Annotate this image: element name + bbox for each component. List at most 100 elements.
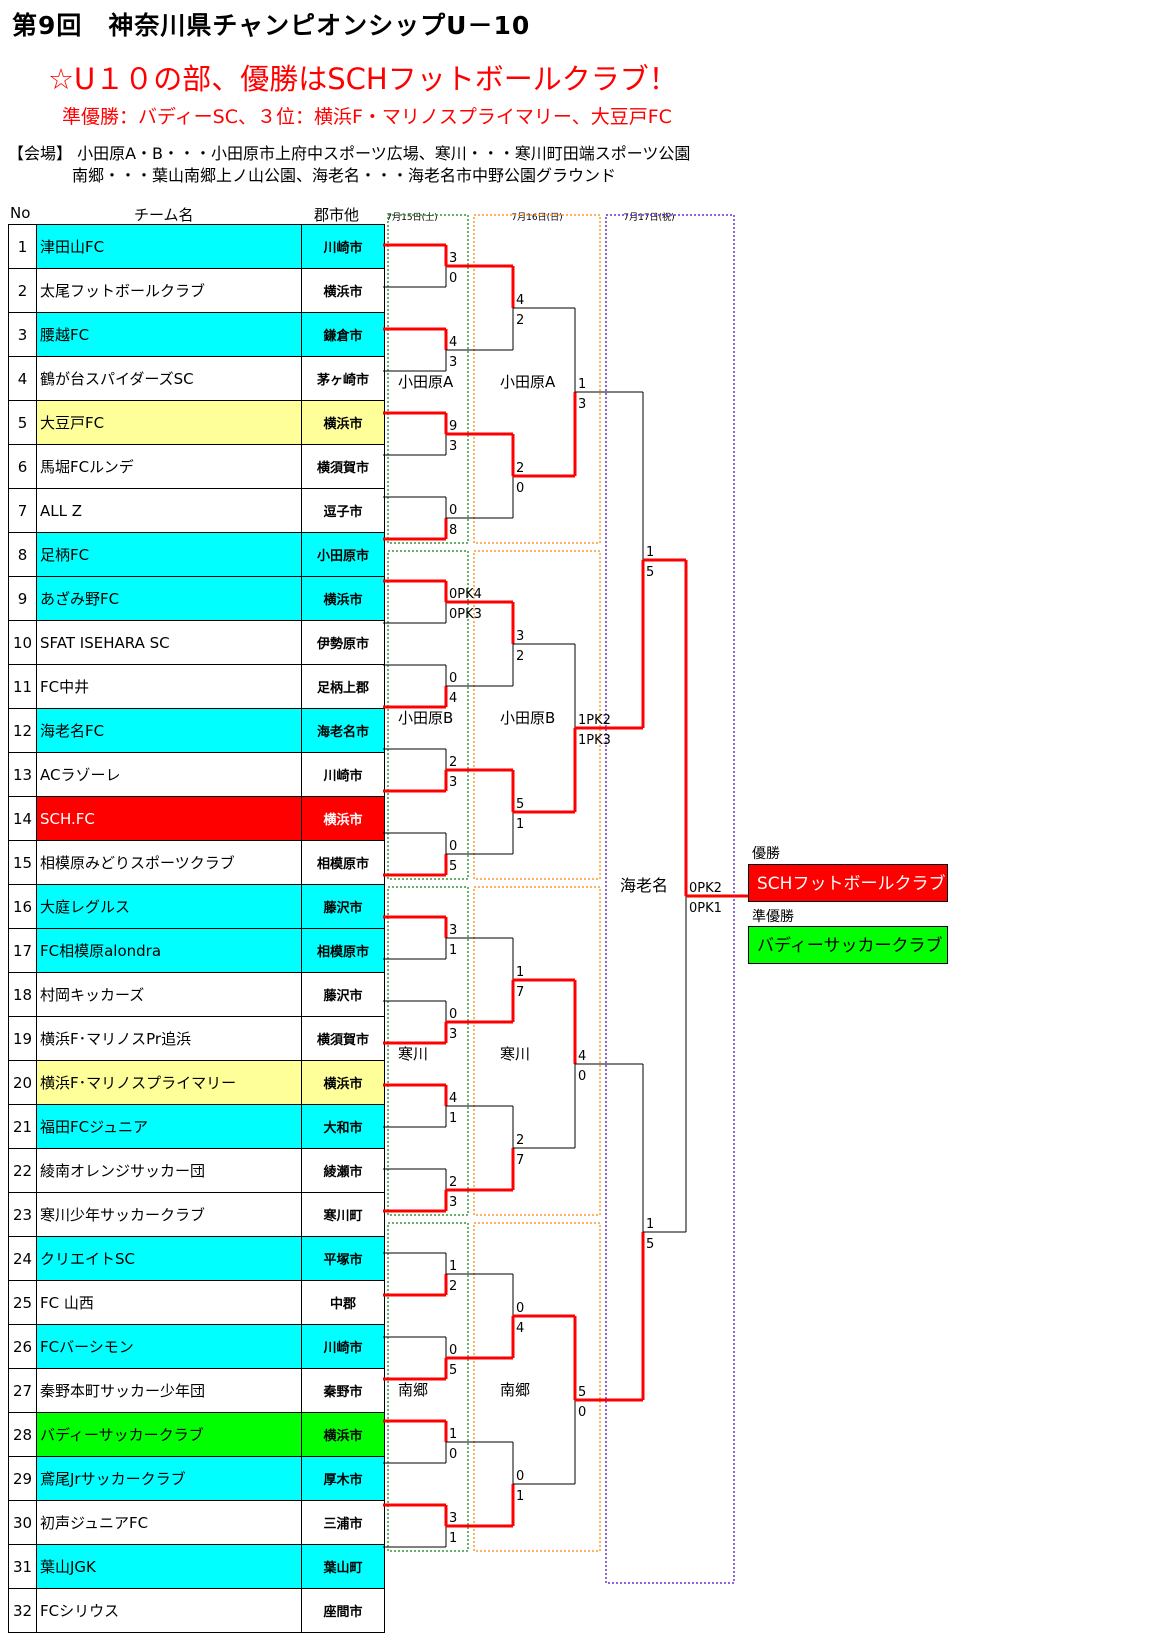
day-header-1: 7月15日(土) <box>386 213 438 223</box>
team-city: 横須賀市 <box>301 444 385 489</box>
team-name: FCシリウス <box>36 1588 302 1633</box>
r4-score: 5 <box>646 1237 654 1252</box>
r2-score: 3 <box>516 629 524 644</box>
team-name: 足柄FC <box>36 532 302 577</box>
team-name: FCバーシモン <box>36 1324 302 1369</box>
team-name: 横浜F･マリノスPr追浜 <box>36 1016 302 1061</box>
team-name: 大庭レグルス <box>36 884 302 929</box>
team-city: 足柄上郡 <box>301 664 385 709</box>
team-name: 鶴が台スパイダーズSC <box>36 356 302 401</box>
r1-score: 2 <box>449 755 457 770</box>
r3-score: 1 <box>578 377 586 392</box>
team-city: 横浜市 <box>301 1412 385 1457</box>
team-city: 藤沢市 <box>301 884 385 929</box>
r1-score: 3 <box>449 251 457 266</box>
r2-score: 4 <box>516 293 524 308</box>
team-name: 福田FCジュニア <box>36 1104 302 1149</box>
r1-score: 0 <box>449 1007 457 1022</box>
r2-score: 2 <box>516 313 524 328</box>
team-city: 寒川町 <box>301 1192 385 1237</box>
team-city: 横浜市 <box>301 268 385 313</box>
day-header-2: 7月16日(日) <box>511 213 563 223</box>
team-no: 4 <box>8 356 37 401</box>
team-city: 相模原市 <box>301 928 385 973</box>
page-title: 第9回 神奈川県チャンピオンシップU－10 <box>12 11 531 40</box>
r2-score: 4 <box>516 1321 524 1336</box>
venue-box-r1 <box>387 886 469 1216</box>
r1-score: 2 <box>449 1175 457 1190</box>
r1-score: 3 <box>449 923 457 938</box>
r3-score: 1PK2 <box>578 713 611 728</box>
r1-score: 0PK3 <box>449 607 482 622</box>
venue-label-r1: 南郷 <box>398 1381 428 1399</box>
team-city: 横浜市 <box>301 1060 385 1105</box>
r2-score: 1 <box>516 965 524 980</box>
team-name: クリエイトSC <box>36 1236 302 1281</box>
team-no: 3 <box>8 312 37 357</box>
r1-score: 0 <box>449 503 457 518</box>
r4-score: 5 <box>646 565 654 580</box>
champion-box: SCHフットボールクラブ <box>748 864 948 902</box>
team-city: 横浜市 <box>301 796 385 841</box>
team-city: 藤沢市 <box>301 972 385 1017</box>
team-no: 17 <box>8 928 37 973</box>
team-name: 横浜F･マリノスプライマリー <box>36 1060 302 1105</box>
r3-score: 1PK3 <box>578 733 611 748</box>
team-name: 秦野本町サッカー少年団 <box>36 1368 302 1413</box>
runnerup-box: バディーサッカークラブ <box>748 926 948 964</box>
r3-score: 5 <box>578 1385 586 1400</box>
r1-score: 0 <box>449 1343 457 1358</box>
r4-score: 1 <box>646 1217 654 1232</box>
r1-score: 0 <box>449 1447 457 1462</box>
r4-score: 1 <box>646 545 654 560</box>
champion-label: 優勝 <box>752 846 780 862</box>
team-no: 6 <box>8 444 37 489</box>
team-name: 津田山FC <box>36 224 302 269</box>
team-city: 綾瀬市 <box>301 1148 385 1193</box>
team-city: 川崎市 <box>301 224 385 269</box>
team-no: 1 <box>8 224 37 269</box>
team-city: 川崎市 <box>301 1324 385 1369</box>
r1-score: 1 <box>449 1111 457 1126</box>
team-no: 25 <box>8 1280 37 1325</box>
team-city: 小田原市 <box>301 532 385 577</box>
team-name: 海老名FC <box>36 708 302 753</box>
team-no: 27 <box>8 1368 37 1413</box>
team-name: 村岡キッカーズ <box>36 972 302 1017</box>
r1-score: 3 <box>449 1195 457 1210</box>
team-name: 馬堀FCルンデ <box>36 444 302 489</box>
team-no: 12 <box>8 708 37 753</box>
team-no: 14 <box>8 796 37 841</box>
venue-label-r2: 小田原A <box>500 373 556 391</box>
venue-box-r2 <box>473 550 601 880</box>
venue-box-r1 <box>387 550 469 880</box>
venue-label-r2: 小田原B <box>500 709 555 727</box>
r1-score: 3 <box>449 355 457 370</box>
team-city: 座間市 <box>301 1588 385 1633</box>
team-name: 相模原みどりスポーツクラブ <box>36 840 302 885</box>
r1-score: 0 <box>449 271 457 286</box>
r2-score: 1 <box>516 817 524 832</box>
r1-score: 2 <box>449 1279 457 1294</box>
r1-score: 0 <box>449 671 457 686</box>
venue-label-r1: 小田原B <box>398 709 453 727</box>
r2-score: 7 <box>516 1153 524 1168</box>
r3-score: 3 <box>578 397 586 412</box>
r2-score: 0 <box>516 481 524 496</box>
header-city: 郡市他 <box>314 206 360 224</box>
team-name: FC 山西 <box>36 1280 302 1325</box>
r1-score: 4 <box>449 1091 457 1106</box>
venue-label-r1: 寒川 <box>398 1045 428 1063</box>
r1-score: 4 <box>449 335 457 350</box>
team-name: 太尾フットボールクラブ <box>36 268 302 313</box>
